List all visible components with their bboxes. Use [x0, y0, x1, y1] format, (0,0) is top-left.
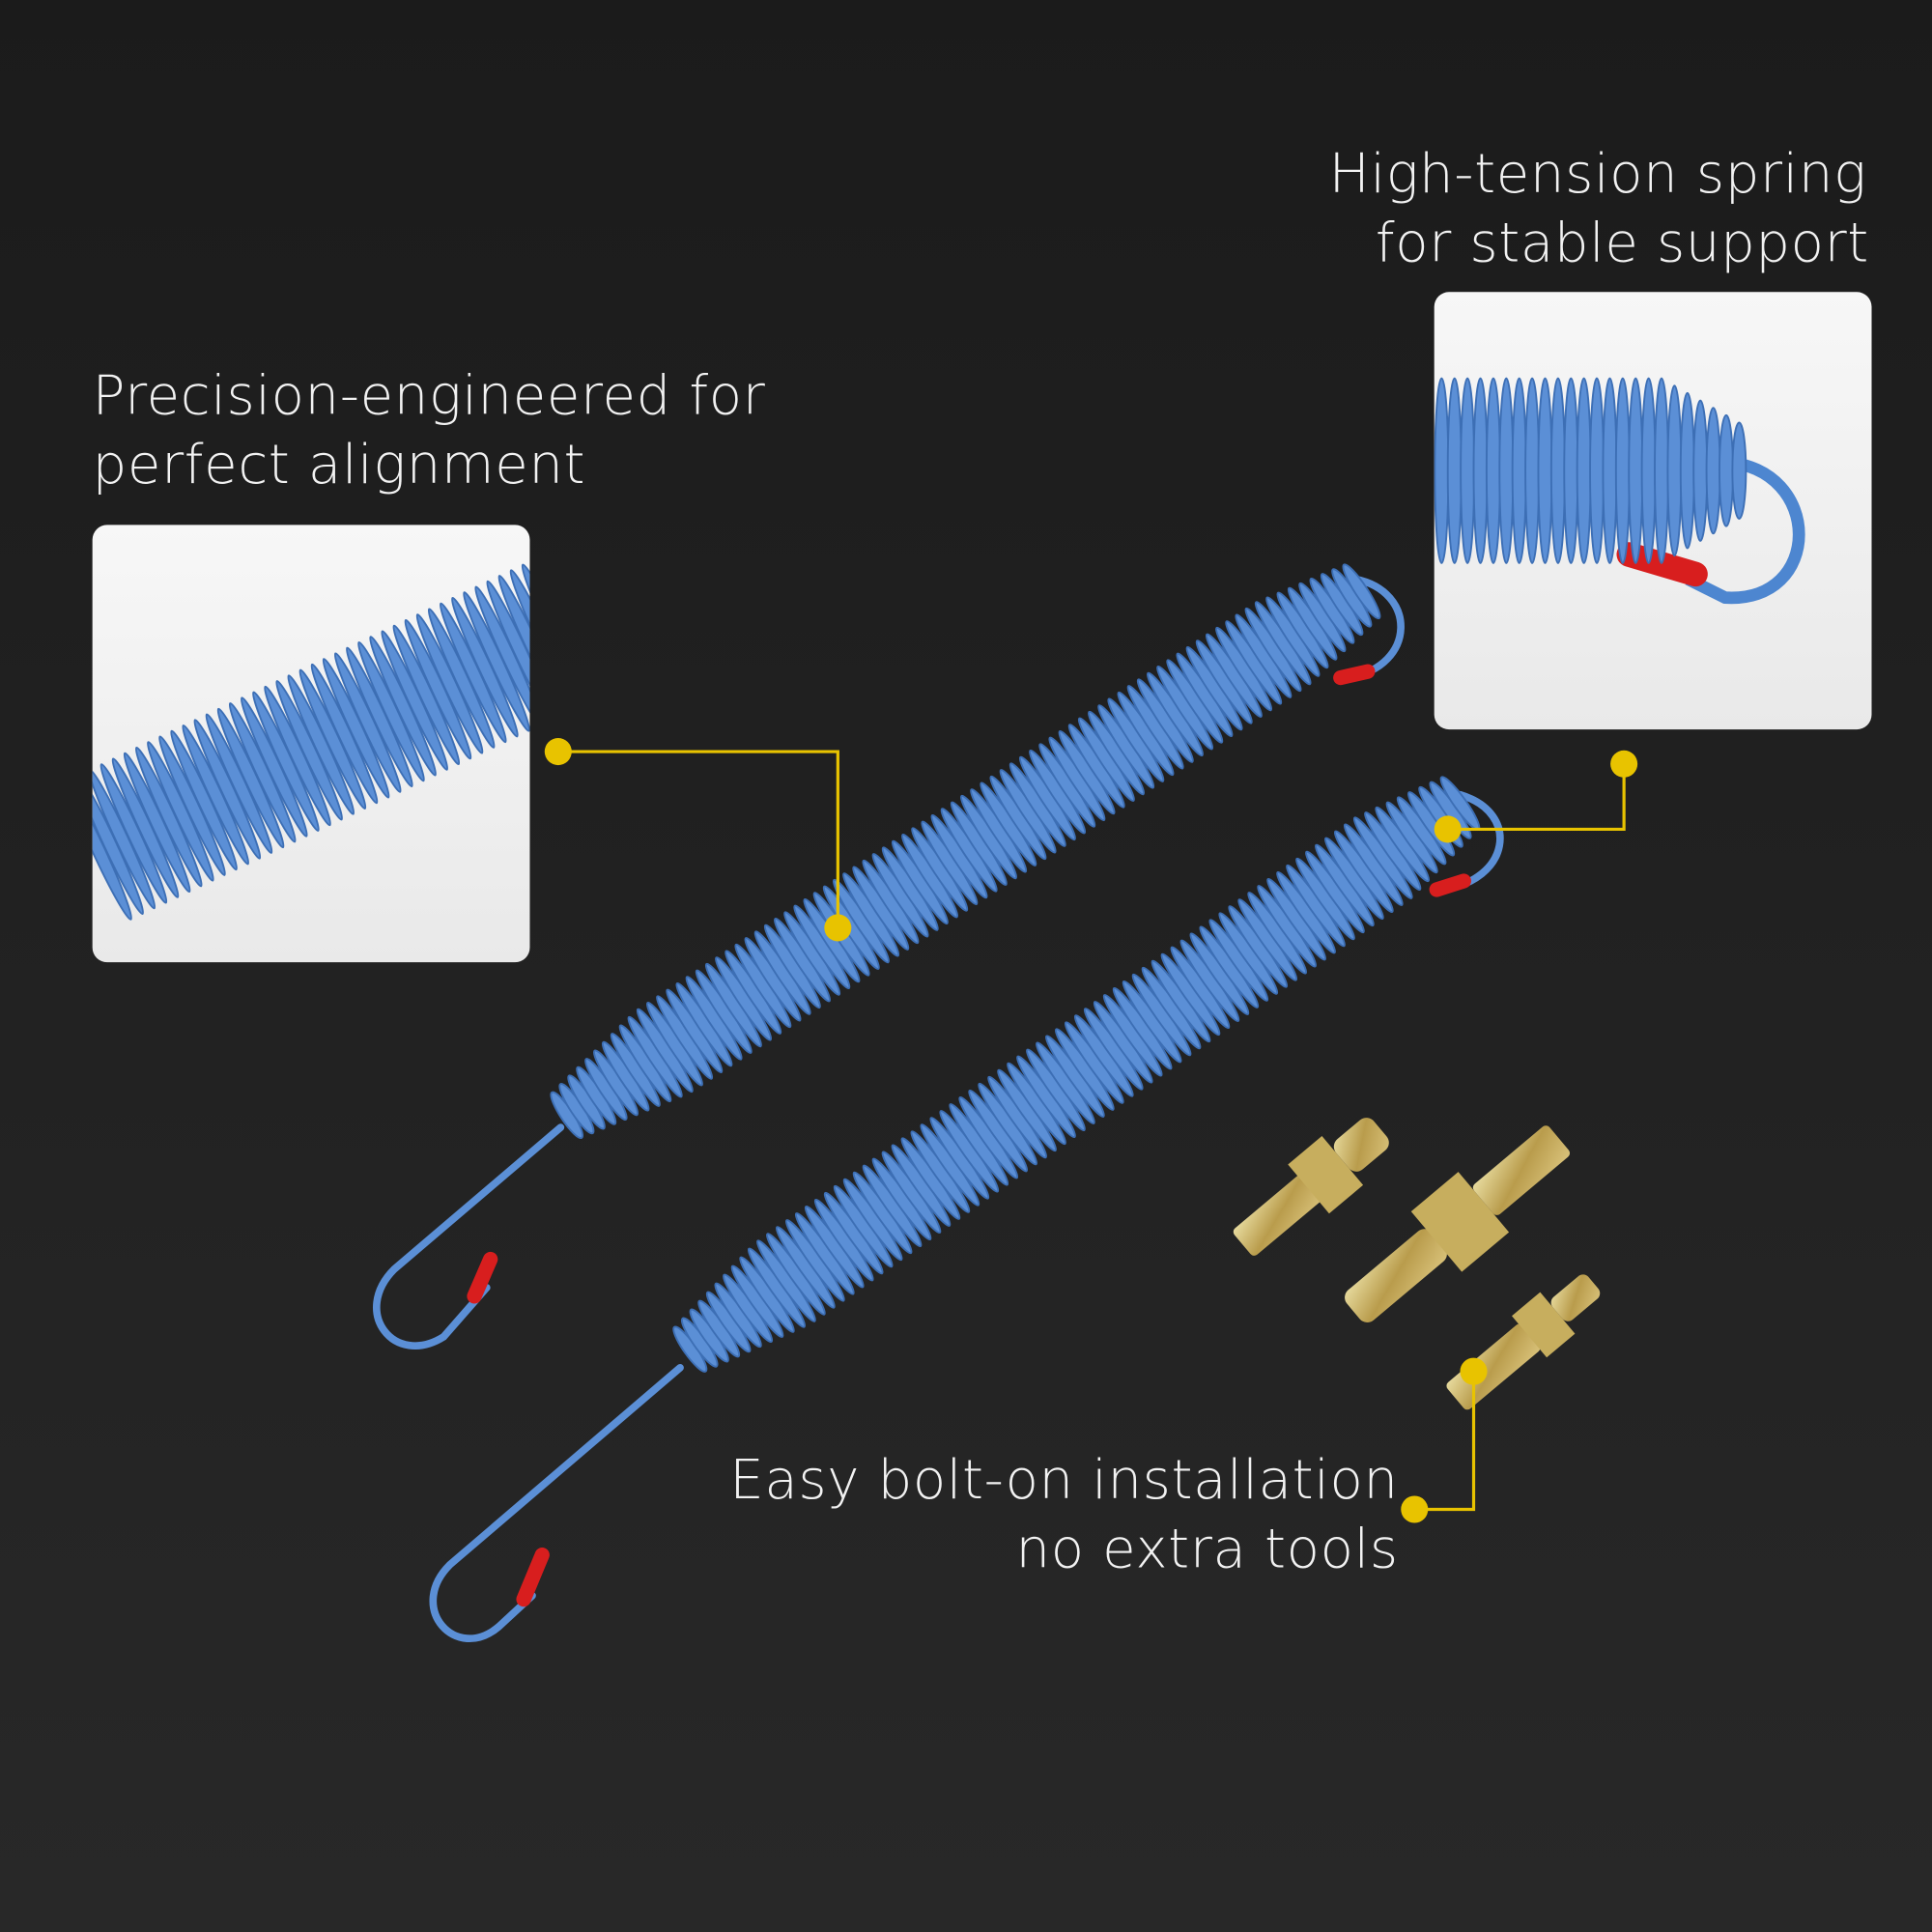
coil [1666, 384, 1683, 557]
spring-2 [429, 776, 1504, 1642]
coil [1654, 377, 1669, 564]
coil [521, 563, 530, 704]
hook-tip-cap [467, 1251, 498, 1304]
callout-connector-1 [544, 738, 852, 942]
coil [1563, 377, 1579, 564]
coil [1472, 377, 1489, 564]
coil [1589, 377, 1605, 564]
coil [1485, 377, 1501, 564]
coil [1705, 407, 1721, 535]
bolt-medium [1446, 1274, 1601, 1410]
coil [1679, 391, 1695, 550]
coil [1460, 377, 1476, 564]
coil [1524, 377, 1541, 564]
coil [1342, 563, 1381, 620]
spring-1 [373, 563, 1405, 1350]
coil [1614, 377, 1631, 564]
coil [509, 569, 530, 710]
inset-coil-closeup [92, 525, 530, 963]
coil [1446, 377, 1463, 564]
inset-hook-closeup [1434, 292, 1872, 730]
coil [1602, 377, 1618, 564]
caption-alignment-line2: perfect alignment [93, 434, 586, 497]
hook-wire [1685, 455, 1805, 605]
hook-tip-cap [1429, 873, 1471, 897]
caption-alignment-line1: Precision-engineered for [93, 365, 766, 428]
coil [1640, 377, 1657, 564]
coil [1537, 377, 1553, 564]
callout-connector-2 [1434, 750, 1638, 843]
coil [1692, 399, 1709, 542]
bolt-small [1233, 1118, 1389, 1256]
coil [1434, 377, 1450, 564]
hook-tip-cap [516, 1548, 550, 1607]
coil [1731, 421, 1747, 520]
coil [1511, 377, 1527, 564]
coil [1498, 377, 1515, 564]
bolt-large [1345, 1125, 1571, 1322]
coil [1549, 377, 1566, 564]
callout-connector-3 [1401, 1357, 1488, 1523]
caption-tension-line1: High-tension spring [1329, 143, 1867, 206]
coil [497, 575, 530, 716]
coil [1576, 377, 1592, 564]
hook-tip-cap [1616, 542, 1708, 587]
hook-tip-cap [1333, 664, 1376, 686]
coil [1628, 377, 1644, 564]
caption-install-line1: Easy bolt-on installation [729, 1449, 1398, 1512]
coil [1719, 413, 1734, 527]
caption-install-line2: no extra tools [1016, 1518, 1399, 1580]
caption-tension-line2: for stable support [1376, 212, 1869, 274]
